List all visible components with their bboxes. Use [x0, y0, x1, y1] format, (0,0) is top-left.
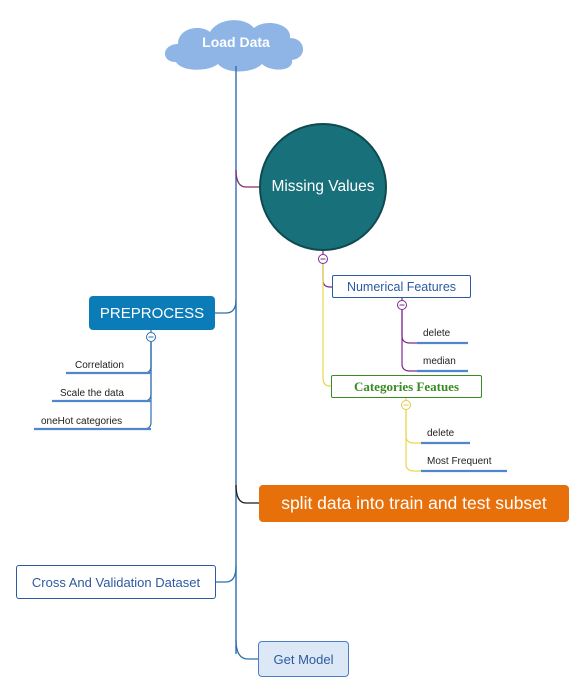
categories-leaf-most-frequent[interactable]: Most Frequent: [427, 456, 492, 467]
categories-leaf-branch-1: [405, 410, 421, 444]
missing-values-branch: [235, 169, 259, 188]
numerical-leaf-branch-1: [401, 310, 417, 344]
preprocess-collapse-icon[interactable]: [146, 332, 156, 342]
get-model-branch: [235, 639, 258, 660]
preprocess-leaf-onehot[interactable]: oneHot categories: [41, 416, 123, 427]
split-branch: [235, 484, 259, 504]
cross-validation-node[interactable]: Cross And Validation Dataset: [16, 565, 216, 599]
preprocess-leaf-branch-1: [137, 342, 152, 374]
load-data-node[interactable]: Load Data: [202, 34, 270, 50]
numerical-leaf-branch-2: [401, 310, 417, 372]
numerical-collapse-icon[interactable]: [397, 300, 407, 310]
split-data-node[interactable]: split data into train and test subset: [259, 485, 569, 522]
cross-branch: [216, 565, 237, 583]
categories-features-node[interactable]: Categories Featues: [331, 375, 482, 398]
get-model-node[interactable]: Get Model: [258, 641, 349, 677]
preprocess-branch: [215, 299, 237, 314]
preprocess-leaf-branch-3: [137, 342, 152, 430]
numerical-leaf-delete[interactable]: delete: [423, 328, 451, 339]
categories-collapse-icon[interactable]: [401, 400, 411, 410]
preprocess-node[interactable]: PREPROCESS: [89, 296, 215, 330]
preprocess-leaf-scale[interactable]: Scale the data: [60, 388, 124, 399]
categories-leaf-branch-2: [405, 410, 421, 472]
categories-branch: [322, 264, 331, 387]
missing-values-node[interactable]: Missing Values: [259, 123, 387, 251]
categories-leaf-delete[interactable]: delete: [427, 428, 455, 439]
numerical-features-node[interactable]: Numerical Features: [332, 275, 471, 298]
numerical-branch: [322, 264, 332, 288]
cloud-shape: [164, 20, 304, 72]
preprocess-leaf-correlation[interactable]: Correlation: [75, 360, 124, 371]
numerical-leaf-median[interactable]: median: [423, 356, 456, 367]
missing-values-collapse-icon[interactable]: [318, 254, 328, 264]
